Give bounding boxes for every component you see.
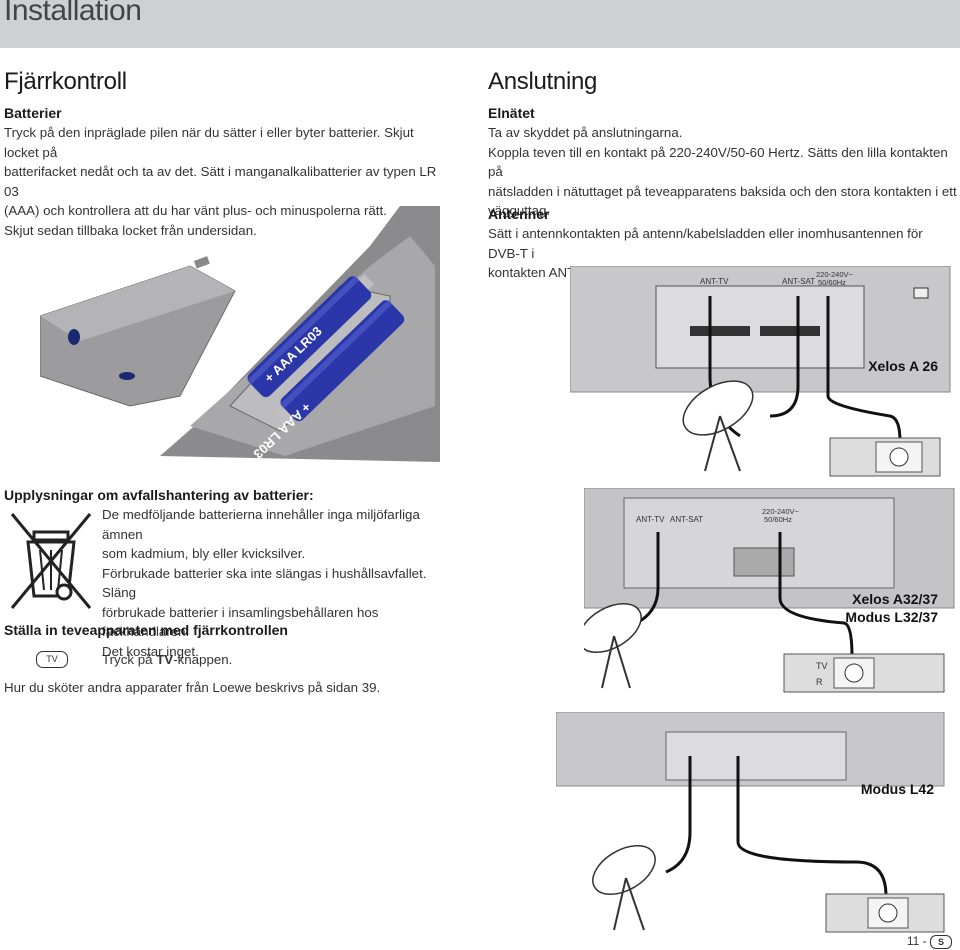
model-label-modus-l42: Modus L42 <box>861 781 934 797</box>
disposal-text: De medföljande batterierna innehåller in… <box>102 505 462 661</box>
wall-tv-label: TV <box>816 661 828 671</box>
tv-key-icon: TV <box>36 651 68 668</box>
sat-cable <box>769 296 800 418</box>
tv-key-name: TV <box>156 652 174 667</box>
model-label-xelos-a26: Xelos A 26 <box>868 358 938 374</box>
remote-section-title: Fjärrkontroll <box>4 68 127 95</box>
disposal-line: De medföljande batterierna innehåller in… <box>102 507 420 542</box>
model-label-modus-l32: Modus L32/37 <box>845 609 938 625</box>
satellite-dish-icon <box>682 380 754 472</box>
page-footer: 11 - S <box>907 934 952 949</box>
satellite-dish-icon <box>584 602 642 689</box>
wall-r-label: R <box>816 677 823 687</box>
connector-panel <box>665 731 847 781</box>
ant-tv-label: ANT-TV <box>700 277 729 286</box>
cover-latch <box>68 329 80 345</box>
satellite-dish-icon <box>592 844 656 931</box>
ant-tv-label: ANT-TV <box>636 515 665 524</box>
crossed-bin-icon <box>10 513 92 609</box>
power-line: Ta av skyddet på anslutningarna. <box>488 125 683 140</box>
power-line: nätsladden i nätuttaget på teveapparaten… <box>488 183 957 199</box>
header-band <box>0 0 960 48</box>
antenna-line: Sätt i antennkontakten på antenn/kabelsl… <box>488 226 923 261</box>
disposal-heading: Upplysningar om avfallshantering av batt… <box>4 487 314 503</box>
disposal-line: som kadmium, bly eller kvicksilver. <box>102 546 306 561</box>
voltage-label: 220-240V~ <box>816 270 854 279</box>
antenna-cable <box>665 756 692 874</box>
power-text: Ta av skyddet på anslutningarna. Koppla … <box>488 123 958 221</box>
remote-setup-heading: Ställa in teveapparaten med fjärrkontrol… <box>4 622 288 638</box>
tv-press-instruction: Tryck på TV-knappen. <box>102 652 233 667</box>
page-header-title: Installation <box>4 0 142 27</box>
power-line: vägguttag. <box>488 203 551 218</box>
cover-latch <box>119 372 135 380</box>
disposal-line: förbrukade batterier i insamlingsbehålla… <box>102 604 379 640</box>
page-number: 11 - <box>906 934 927 948</box>
ant-sat-label: ANT-SAT <box>782 277 815 286</box>
batteries-line: (AAA) och kontrollera att du har vänt pl… <box>4 203 387 218</box>
power-cable <box>778 532 854 657</box>
battery-cover-top <box>40 266 235 341</box>
connection-diagram-xelos-a26: ANT-TV ANT-SAT 220-240V~ 50/60Hz Xelos A… <box>570 266 951 477</box>
connection-diagram-xelos-a32: ANT-TV ANT-SAT 220-240V~ 50/60Hz Xelos A… <box>584 488 955 693</box>
power-line: Koppla teven till en kontakt på 220-240V… <box>488 144 948 180</box>
antenna-heading: Antenner <box>488 206 550 222</box>
voltage-label: 220-240V~ <box>762 507 800 516</box>
power-cable <box>736 756 888 897</box>
ant-sat-label: ANT-SAT <box>670 515 703 524</box>
batteries-line: Skjut sedan tillbaka locket från undersi… <box>4 222 257 238</box>
frequency-label: 50/60Hz <box>764 515 792 524</box>
remote-battery-illustration: + AAA LR03 + AAA LR03 <box>40 206 440 462</box>
other-devices-note: Hur du sköter andra apparater från Loewe… <box>4 680 381 695</box>
cover-tab <box>193 256 210 269</box>
disposal-line: Förbrukade batterier ska inte slängas i … <box>102 565 427 601</box>
disposal-line: Det kostar inget. <box>102 643 199 659</box>
model-label-xelos-a32: Xelos A32/37 <box>852 591 938 607</box>
connection-diagram-modus-l42: Modus L42 <box>556 712 945 933</box>
frequency-label: 50/60Hz <box>818 278 846 287</box>
power-cable <box>826 296 902 442</box>
batteries-line: batterifacket nedåt och ta av det. Sätt … <box>4 164 437 199</box>
language-badge: S <box>930 934 952 949</box>
batteries-line: Tryck på den inpräglade pilen när du sät… <box>4 125 414 160</box>
power-heading: Elnätet <box>488 105 535 121</box>
batteries-heading: Batterier <box>4 105 62 121</box>
batteries-text: Tryck på den inpräglade pilen när du sät… <box>4 123 444 240</box>
connection-section-title: Anslutning <box>488 68 598 95</box>
